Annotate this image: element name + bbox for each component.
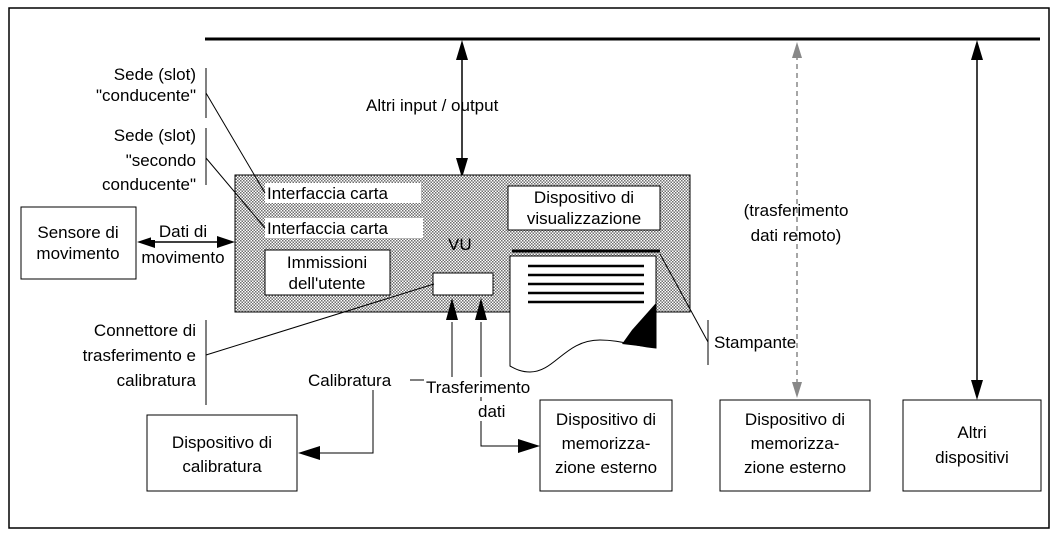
external-storage-b-label-line3: zione esterno [744,458,846,477]
slot-codriver-label-line2: "secondo [126,151,196,170]
other-arrow-head-up [971,40,983,60]
other-io-label: Altri input / output [366,96,499,115]
slot-codriver-pointer [205,157,266,229]
user-input-label-line2: dell'utente [289,274,366,293]
connector-box [432,272,494,296]
connector-label-line1: Connettore di [94,321,196,340]
motion-sensor-box [20,206,137,280]
connector-label-line3: calibratura [117,371,197,390]
slot-driver-label-line1: Sede (slot) [114,65,196,84]
other-devices-label-line1: Altri [957,423,986,442]
remote-transfer-label-line2: dati remoto) [751,226,842,245]
motion-arrow-head-left [137,236,155,248]
external-storage-a-box [539,399,673,492]
connector-pointer [205,283,435,356]
card-interface-2-label: Interfaccia carta [267,219,388,238]
slot-driver-pointer [205,92,266,194]
data-transfer-connection-line [480,322,520,447]
calibration-arrow-head-up [446,298,458,320]
printer-label: Stampante [714,333,796,352]
card-interface-1-bg [265,183,421,203]
calibration-device-label-line1: Dispositivo di [172,433,272,452]
connector-label-line2: trasferimento e [83,346,196,365]
slot-codriver-label-line3: conducente" [102,175,196,194]
external-storage-a-label-line3: zione esterno [555,458,657,477]
io-arrow-head-down [456,158,468,178]
data-transfer-arrow-head-up [475,298,487,320]
calibration-device-box [146,414,298,492]
motion-sensor-label-line1: Sensore di [37,223,118,242]
slot-driver-label-line2: "conducente" [96,86,196,105]
motion-arrow-head-right [217,236,235,248]
printer-paper [509,255,657,373]
user-input-box [264,249,391,296]
calibration-label: Calibratura [308,371,392,390]
motion-data-label-line2: movimento [141,248,224,267]
remote-arrow-head-down [792,382,802,398]
external-storage-a-label-line2: memorizza- [562,434,651,453]
other-devices-label-line2: dispositivi [935,448,1009,467]
remote-arrow-head-up [792,42,802,58]
card-interface-2-bg [265,218,423,238]
outer-frame [8,7,1050,529]
external-storage-b-label-line2: memorizza- [751,434,840,453]
data-transfer-label-line2: dati [478,402,505,421]
remote-transfer-label-line1: (trasferimento [744,201,849,220]
display-label-line2: visualizzazione [527,209,641,228]
external-storage-b-label-line1: Dispositivo di [745,410,845,429]
external-storage-a-label-line1: Dispositivo di [556,410,656,429]
external-storage-b-box [719,399,871,492]
vu-label: VU [448,235,472,254]
calibration-arrow-head-left [298,446,320,460]
display-label-line1: Dispositivo di [534,188,634,207]
printer-pointer [659,253,709,343]
calibration-device-label-line2: calibratura [182,457,262,476]
user-input-label-line1: Immissioni [287,253,367,272]
other-arrow-head-down [971,380,983,400]
paper-curl [622,303,656,348]
data-transfer-label-line1: Trasferimento [426,378,530,397]
display-device-box [507,185,661,231]
data-transfer-label2-bg [478,401,512,421]
calibration-label-bg [308,370,410,390]
motion-sensor-label-line2: movimento [36,244,119,263]
data-transfer-label-bg [424,377,558,397]
slot-codriver-label-line1: Sede (slot) [114,126,196,145]
card-interface-1-label: Interfaccia carta [267,184,388,203]
other-devices-box [902,399,1042,492]
motion-data-label-bg [151,221,215,240]
data-transfer-arrow-head-right [518,439,540,453]
io-arrow-head-up [456,40,468,60]
motion-data-label-line1: Dati di [159,222,207,241]
